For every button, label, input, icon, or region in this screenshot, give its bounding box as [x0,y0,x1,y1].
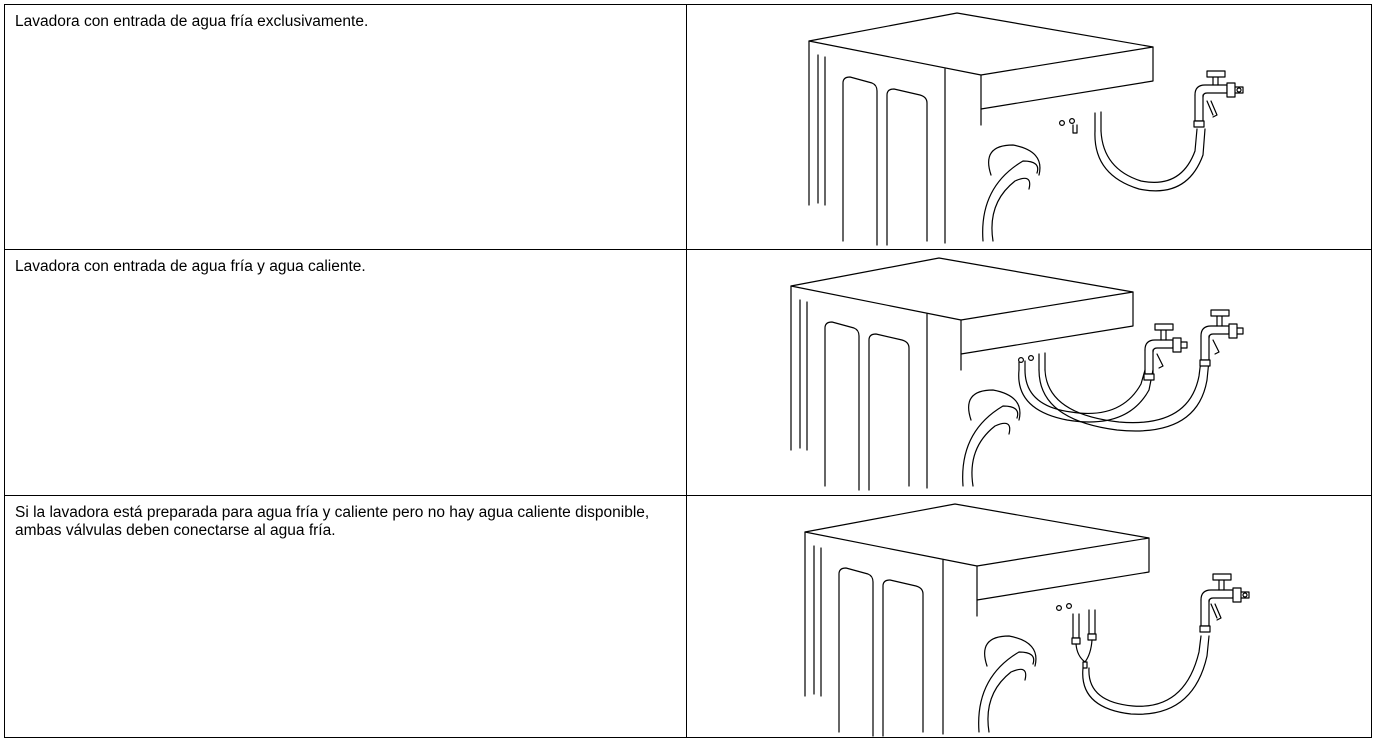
table-row: Lavadora con entrada de agua fría y agua… [4,249,1372,496]
table-row: Si la lavadora está preparada para agua … [4,495,1372,738]
description-cell: Lavadora con entrada de agua fría exclus… [4,4,687,250]
illustration-cell [686,4,1372,250]
washer-cold-inlet-illustration [808,12,1244,246]
description-text: Si la lavadora está preparada para agua … [15,504,650,539]
description-text: Lavadora con entrada de agua fría y agua… [15,258,366,275]
illustration-cell [686,249,1372,496]
washer-cold-hot-inlets-illustration [790,257,1244,491]
illustration-cell [686,495,1372,738]
washer-both-valves-cold-illustration [804,503,1250,737]
description-text: Lavadora con entrada de agua fría exclus… [15,13,369,30]
description-cell: Lavadora con entrada de agua fría y agua… [4,249,687,496]
description-cell: Si la lavadora está preparada para agua … [4,495,687,738]
installation-table: Lavadora con entrada de agua fría exclus… [4,4,1372,738]
table-row: Lavadora con entrada de agua fría exclus… [4,4,1372,250]
